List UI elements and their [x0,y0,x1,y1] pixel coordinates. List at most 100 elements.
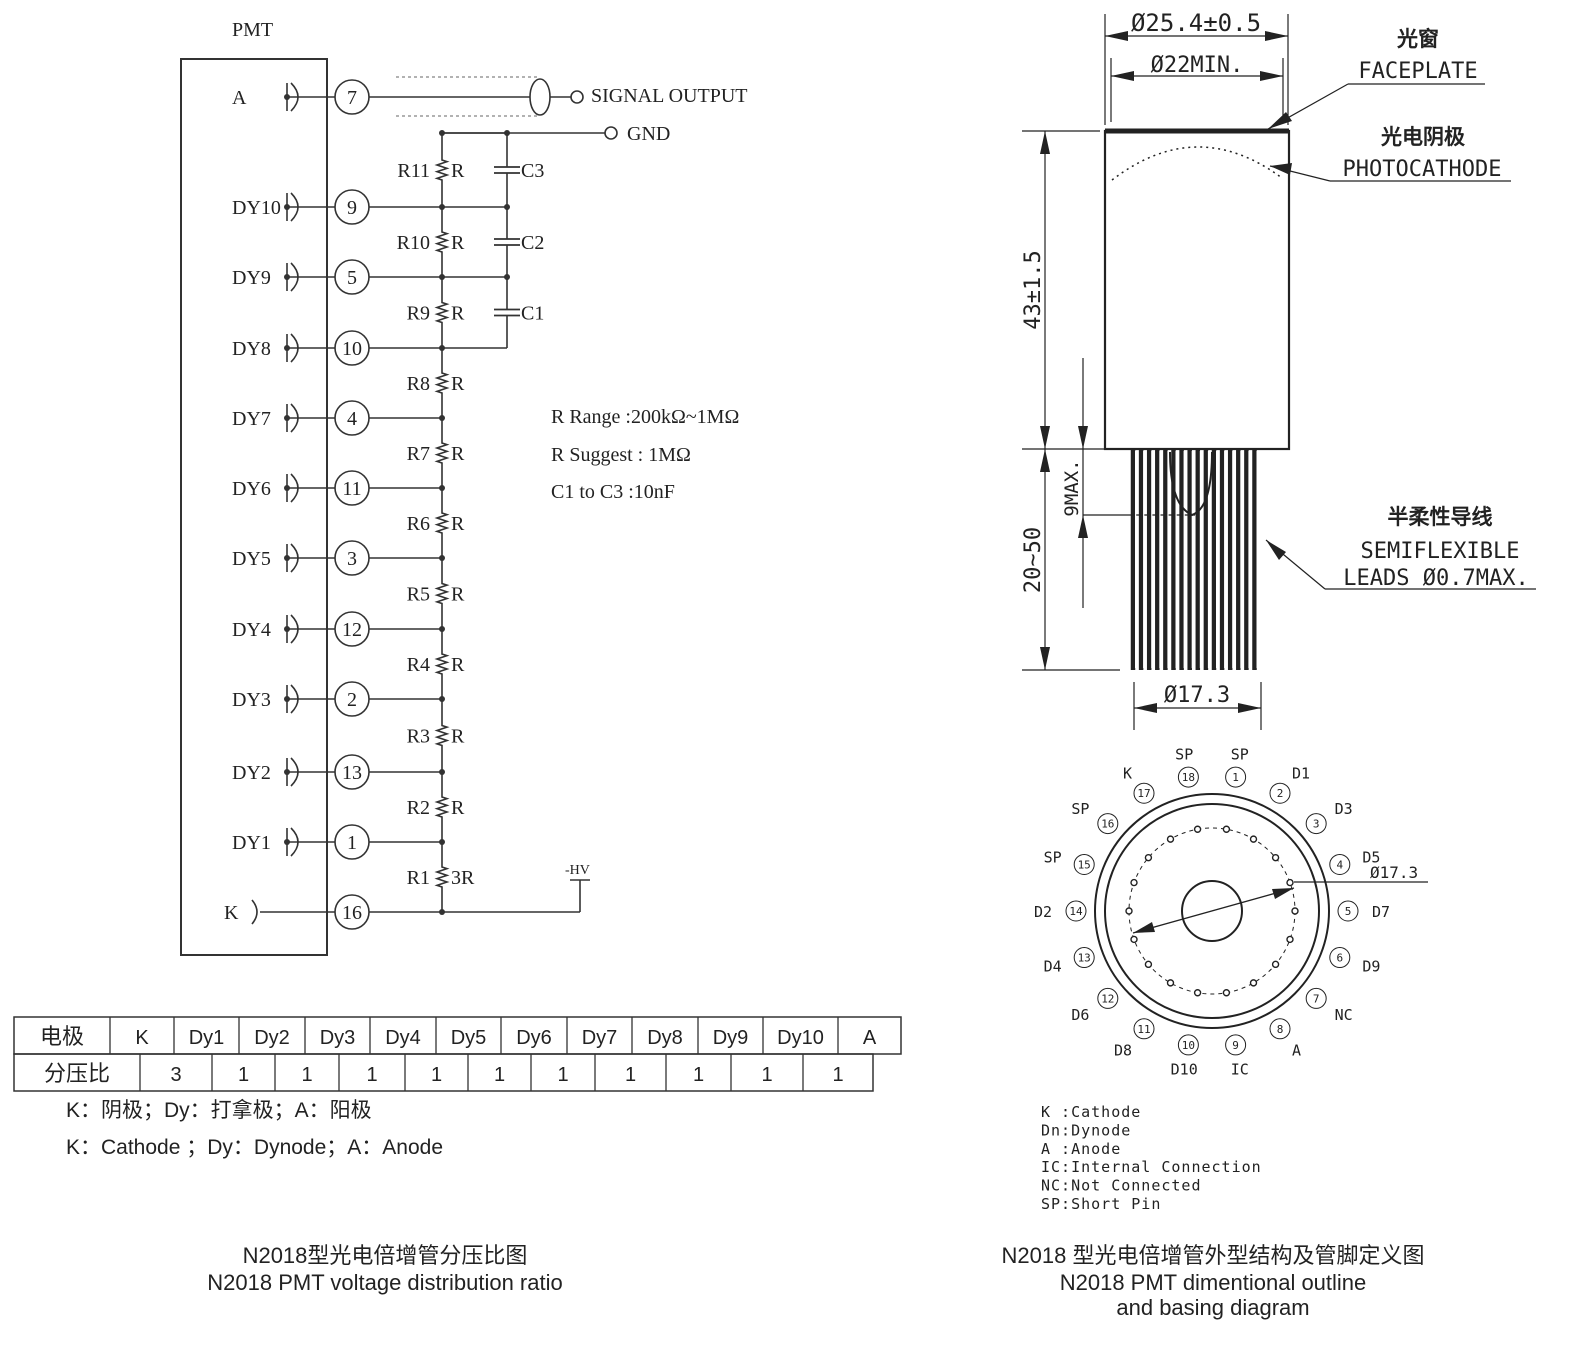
electrode-label: DY7 [232,408,271,430]
pin-function-label: D6 [1071,1006,1089,1024]
pin-number: 17 [1137,787,1150,800]
table-cell-electrode: A [863,1027,877,1049]
resistor-value: R [451,443,465,465]
table-cell-electrode: Dy1 [189,1027,225,1049]
resistor-value: R [451,584,465,606]
table-cell-electrode: Dy10 [777,1027,824,1049]
leads-en-2: LEADS Ø0.7MAX. [1343,566,1528,591]
pin-number: 6 [1336,952,1343,965]
resistor [434,277,450,348]
pin-number: 18 [1182,771,1195,784]
electrode-label: DY3 [232,689,271,711]
pin-number: 1 [1232,771,1239,784]
electrode-label: DY10 [232,197,281,219]
pin-number-circle [1133,782,1155,804]
pin-number: 5 [347,267,357,289]
table-cell-electrode: Dy2 [254,1027,290,1049]
pin-hole [1193,989,1202,997]
resistor [434,133,450,207]
pin-function-label: K [1123,764,1132,782]
basing-legend-line: SP:Short Pin [1041,1195,1161,1213]
pin-number: 12 [342,619,362,641]
pin-hole [1125,907,1133,915]
resistor-value: 3R [451,867,475,889]
pin-hole [1166,835,1175,843]
electrode-label: DY5 [232,548,271,570]
pin-number-circle [1073,947,1095,969]
pin-number: 16 [342,902,362,924]
pin-number: 13 [342,762,362,784]
electrode-label: DY4 [232,619,271,641]
resistor-value: R [451,726,465,748]
pin-number: 12 [1101,992,1114,1005]
pin-number-circle [1305,813,1327,835]
pin-number: 2 [347,689,357,711]
table-cell-ratio: 1 [301,1064,312,1086]
electrode-label: K [224,902,239,924]
note-caps: C1 to C3 :10nF [551,481,675,503]
table-cell-electrode: Dy4 [385,1027,421,1049]
pin-hole [1286,935,1294,944]
pin-number: 7 [1313,992,1320,1005]
dim-outer-diameter: Ø25.4±0.5 [1131,9,1261,37]
table-cell-electrode: K [135,1027,149,1049]
pin-hole [1130,878,1138,887]
pin-hole [1222,825,1231,833]
pin-hole [1291,907,1299,915]
capacitor-label: C1 [521,303,544,325]
internal-lead-bend [1169,451,1213,517]
basing-legend-line: NC:Not Connected [1041,1177,1202,1195]
basing-circle-diameter: Ø17.3 [1370,863,1418,882]
pin-number: 8 [1277,1023,1284,1036]
resistor [434,842,450,912]
pin-hole [1249,835,1258,843]
basing-legend-line: Dn:Dynode [1041,1121,1131,1139]
pin-number-circle [1305,987,1327,1009]
pin-number: 9 [347,197,357,219]
resistor-value: R [451,303,465,325]
hv-label: -HV [565,863,590,878]
table-cell-electrode: Dy3 [320,1027,356,1049]
pin-number-circle [1177,766,1199,788]
electrode-label: DY1 [232,832,271,854]
pmt-label: PMT [232,19,273,41]
junction-dot [504,204,510,210]
pin-function-label: IC [1231,1061,1249,1079]
pin-hole [1286,878,1294,887]
resistor-name: R2 [407,797,430,819]
pin-hole [1249,979,1258,987]
pin-number-circle [1329,947,1351,969]
dim-min-diameter: Ø22MIN. [1151,53,1244,78]
faceplate-en: FACEPLATE [1358,59,1477,84]
pin-number: 11 [1137,1023,1150,1036]
leads-en-1: SEMIFLEXIBLE [1361,539,1520,564]
table-cell-ratio: 1 [693,1064,704,1086]
pin-function-label: D8 [1114,1042,1132,1060]
faceplate-cn: 光窗 [1396,27,1439,51]
pin-number: 11 [342,478,361,500]
signal-terminal [570,90,584,104]
photocathode-cn: 光电阴极 [1380,126,1466,149]
pin-hole [1144,960,1153,969]
resistor-name: R1 [407,867,430,889]
resistor-name: R6 [407,513,430,535]
pin-function-label: A [1292,1042,1301,1060]
pin-number: 5 [1345,905,1352,918]
pin-number: 14 [1069,905,1083,918]
photocathode-curve [1111,146,1283,181]
resistor-name: R9 [407,303,430,325]
capacitor-label: C3 [521,160,544,182]
resistor-value: R [451,513,465,535]
capacitor-label: C2 [521,232,544,254]
caption-right-en-2: and basing diagram [1116,1295,1309,1320]
pin-number: 1 [347,832,357,854]
pin-function-label: SP [1071,800,1089,818]
pin-number-circle [1329,853,1351,875]
resistor [434,488,450,558]
pin-number: 16 [1101,818,1114,831]
pin-number-circle [1177,1034,1199,1056]
pin-number: 4 [1336,858,1343,871]
